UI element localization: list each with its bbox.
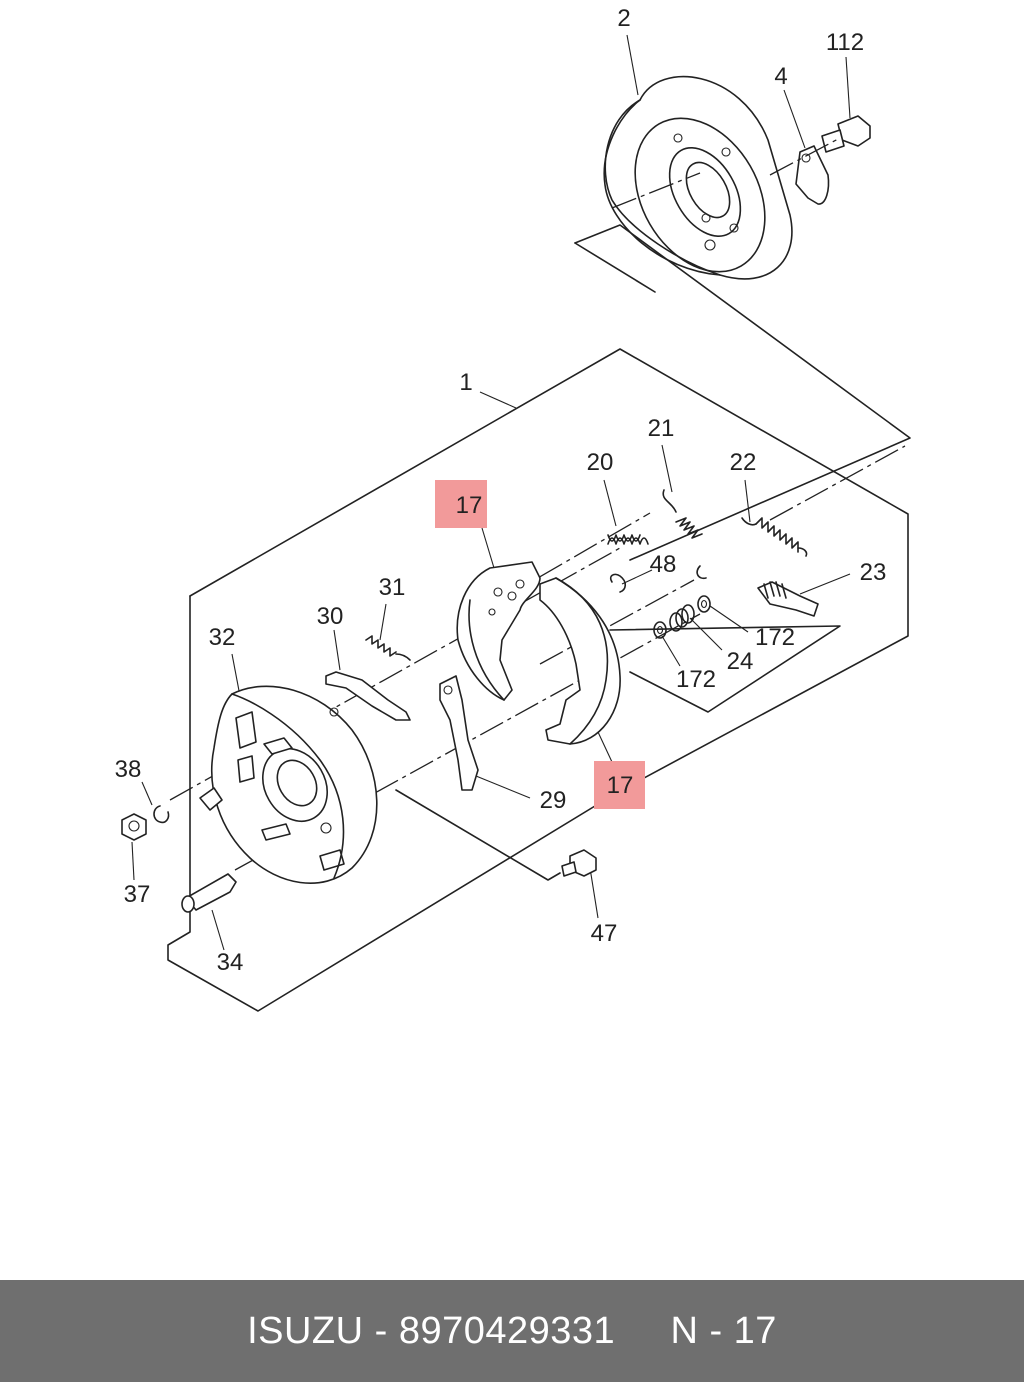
washers-172: [653, 595, 711, 639]
leader-lines: [131, 34, 851, 951]
callout-labels: 2 112 4 1 20 21 22 17 48 23 31 30 32 172…: [115, 5, 887, 976]
part-number-caption: ISUZU - 8970429331 N - 17: [247, 1309, 777, 1352]
label-spring-upper: 21: [648, 415, 675, 442]
label-nut-37: 37: [124, 881, 151, 908]
brake-drum: [603, 75, 793, 280]
label-strut-30: 30: [317, 603, 344, 630]
strut-30: [325, 671, 411, 721]
bolt-47: [561, 849, 597, 877]
brake-shoe-front: [456, 561, 541, 701]
label-lever-29: 29: [540, 787, 567, 814]
frame-main: [189, 348, 909, 793]
label-shoe-front: 17: [456, 492, 483, 519]
label-spring-adjuster: 22: [730, 449, 757, 476]
brake-exploded-diagram: 2 112 4 1 20 21 22 17 48 23 31 30 32 172…: [115, 5, 911, 1012]
pin-34: [181, 873, 237, 913]
spring-22: [741, 517, 808, 557]
label-retainer-38: 38: [115, 756, 142, 783]
footer-bar: ISUZU - 8970429331 N - 17: [0, 1280, 1024, 1382]
clip-48: [609, 573, 627, 593]
bolt-112: [821, 115, 871, 153]
label-clip-top: 4: [774, 63, 787, 90]
label-pin-34: 34: [217, 949, 244, 976]
spring-20: [607, 534, 649, 545]
label-bolt-top: 112: [826, 29, 864, 56]
frame-upper-left: [574, 242, 656, 293]
label-washer-172-left: 172: [676, 666, 716, 693]
label-backing-plate: 32: [209, 624, 236, 651]
label-clip-48: 48: [650, 551, 677, 578]
label-spring-24: 24: [727, 648, 754, 675]
retainer-38: [153, 805, 170, 824]
spring-31: [365, 635, 411, 661]
label-assembly: 1: [459, 369, 472, 396]
label-spring-31: 31: [379, 574, 406, 601]
frame-upper: [574, 224, 911, 561]
highlight-box-rear: [594, 761, 645, 809]
nut-37: [121, 813, 147, 841]
spring-24: [669, 604, 695, 632]
label-bolt-47: 47: [591, 920, 618, 947]
highlight-box-front: [435, 480, 487, 528]
brake-shoe-rear: [539, 577, 621, 745]
label-washer-172-right: 172: [755, 624, 795, 651]
label-drum: 2: [617, 5, 630, 32]
label-spring-return: 20: [587, 449, 614, 476]
clip-4: [795, 145, 830, 205]
label-adjuster-screw: 23: [860, 559, 887, 586]
adjuster-screw-23: [757, 581, 819, 617]
spring-21: [662, 489, 707, 580]
lever-29: [439, 675, 479, 791]
label-shoe-rear: 17: [607, 772, 634, 799]
backing-plate-32: [199, 685, 378, 884]
